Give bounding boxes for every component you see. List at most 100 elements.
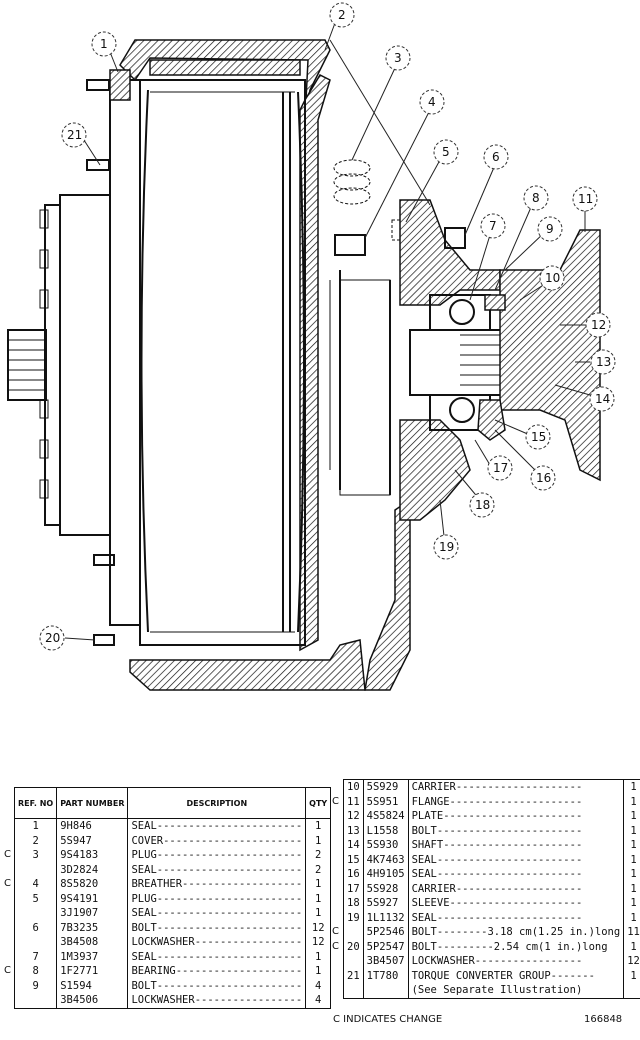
svg-text:20: 20 (45, 631, 60, 645)
cell-desc: SLEEVE--------------------- (408, 896, 625, 911)
cell-qty: 1 (305, 818, 332, 834)
change-marker: C (332, 926, 339, 937)
callout-8: 8 (523, 185, 549, 211)
cell-desc: SEAL----------------------- (408, 867, 625, 882)
change-marker: C (4, 849, 11, 860)
cell-desc: SEAL----------------------- (127, 862, 307, 877)
cell-part: 4H9105 (363, 867, 409, 882)
cell-part: L1558 (363, 823, 409, 838)
cell-ref (14, 906, 58, 921)
cell-part: 5P2546 (363, 925, 409, 940)
cell-part: 5S928 (363, 881, 409, 896)
cell-part: 5S947 (56, 833, 129, 848)
cell-ref (343, 983, 364, 998)
cell-ref: 17 (343, 881, 364, 896)
cell-ref: 1 (14, 818, 58, 834)
cell-part: 1F2771 (56, 964, 129, 979)
cell-desc: SEAL----------------------- (127, 906, 307, 921)
cell-qty: 1 (305, 906, 332, 921)
cell-desc: (See Separate Illustration) (408, 983, 625, 998)
svg-text:15: 15 (531, 430, 546, 444)
cell-part: 1L1132 (363, 910, 409, 925)
callout-10: 10 (539, 265, 565, 291)
cell-ref: 19 (343, 910, 364, 925)
input-flange (7, 69, 141, 646)
change-marker: C (332, 940, 339, 952)
cell-desc: BOLT---------2.54 cm(1 in.)long (408, 939, 625, 954)
cell-desc: BOLT--------3.18 cm(1.25 in.)long (408, 925, 625, 940)
cell-ref (14, 862, 58, 877)
cell-part: 7B3235 (56, 920, 129, 935)
cell-qty: 1 (305, 877, 332, 892)
cell-ref: 10 (343, 779, 364, 795)
change-marker: C (332, 795, 339, 807)
svg-text:13: 13 (596, 355, 611, 369)
cell-desc: BOLT----------------------- (127, 978, 307, 993)
svg-text:19: 19 (439, 540, 454, 554)
callout-5: 5 (433, 139, 459, 165)
cell-qty: 11 (623, 925, 640, 940)
cell-desc: PLATE---------------------- (408, 809, 625, 824)
callout-6: 6 (483, 144, 509, 170)
illustration-number: 166848 (584, 1014, 623, 1025)
svg-text:4: 4 (428, 95, 436, 109)
svg-text:11: 11 (578, 192, 593, 206)
callout-21: 21 (61, 122, 87, 148)
cell-qty: 1 (623, 794, 640, 809)
svg-text:3: 3 (394, 51, 402, 65)
cell-ref: 16 (343, 867, 364, 882)
cell-part: 5S929 (363, 779, 409, 795)
header-ref-no: REF. NO (14, 787, 58, 819)
cell-part: S1594 (56, 978, 129, 993)
callout-2: 2 (329, 2, 355, 28)
cell-ref: 6 (14, 920, 58, 935)
cell-desc: SHAFT---------------------- (408, 838, 625, 853)
svg-text:16: 16 (536, 471, 551, 485)
cell-desc: LOCKWASHER----------------- (408, 954, 625, 969)
cell-qty: 1 (623, 910, 640, 925)
cell-ref (343, 925, 364, 940)
cell-qty: 1 (623, 809, 640, 824)
cell-desc: SEAL----------------------- (127, 818, 307, 834)
cell-part: 5S951 (363, 794, 409, 809)
svg-text:6: 6 (492, 150, 500, 164)
table-header-row: REF. NO PART NUMBER DESCRIPTION QTY (14, 787, 332, 819)
cell-part: 5P2547 (363, 939, 409, 954)
cell-ref: 7 (14, 949, 58, 964)
cell-qty: 1 (623, 881, 640, 896)
cell-qty: 1 (305, 949, 332, 964)
cell-qty: 2 (305, 848, 332, 863)
converter-drum (139, 79, 391, 646)
svg-text:8: 8 (532, 191, 540, 205)
cell-desc: FLANGE--------------------- (408, 794, 625, 809)
callout-3: 3 (385, 45, 411, 71)
svg-text:21: 21 (67, 128, 82, 142)
callout-7: 7 (480, 213, 506, 239)
torque-converter-section-drawing: 1 2 3 4 5 6 7 8 9 10 11 12 13 14 15 16 1… (7, 2, 616, 691)
housing-cover (119, 39, 411, 691)
cell-ref: 3 (14, 848, 58, 863)
callout-14: 14 (589, 386, 615, 412)
cell-qty: 1 (623, 968, 640, 983)
cell-qty: 12 (305, 920, 332, 935)
cell-qty: 1 (623, 939, 640, 954)
cell-part: 1M3937 (56, 949, 129, 964)
cell-qty: 1 (623, 852, 640, 867)
callout-16: 16 (530, 465, 556, 491)
